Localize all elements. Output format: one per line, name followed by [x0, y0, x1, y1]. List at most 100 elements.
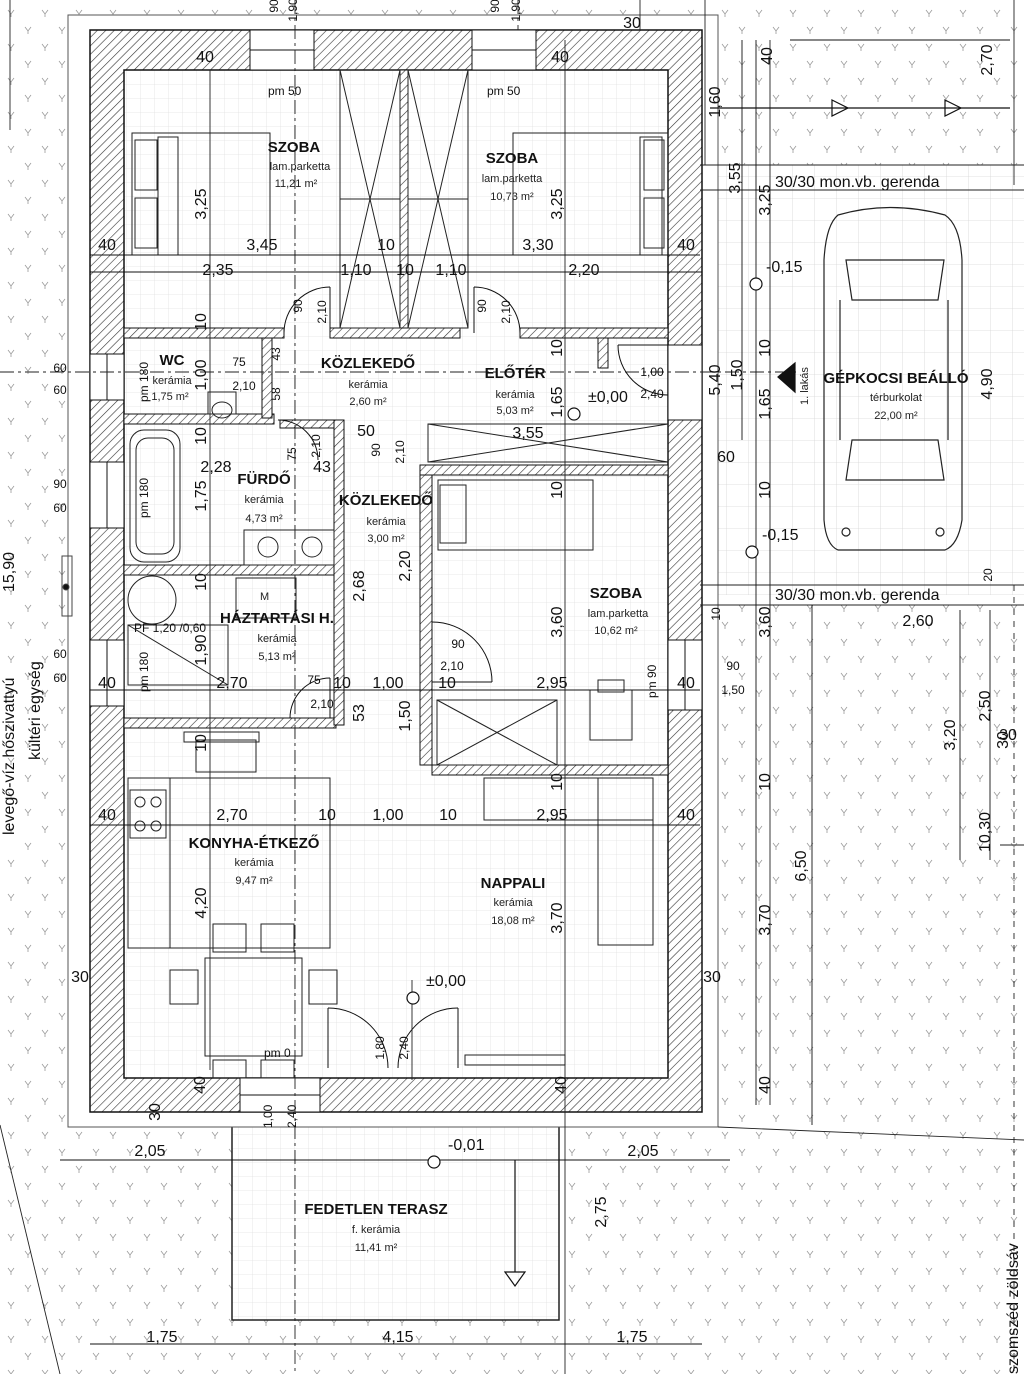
label-beam2: 30/30 mon.vb. gerenda: [775, 587, 940, 604]
dim-top-40d: 40: [553, 1076, 570, 1094]
room-terasz-area: 11,41 m²: [355, 1242, 398, 1254]
dim-row4-295: 2,95: [536, 675, 567, 692]
dim-row2-10: 10: [396, 262, 414, 279]
dim-v-175: 1,75: [193, 480, 210, 511]
dim-r-60: 60: [717, 449, 735, 466]
dim-dr-210b: 2,10: [315, 300, 329, 324]
dim-v-370: 3,70: [549, 902, 566, 933]
label-pm180c: pm 180: [137, 652, 151, 692]
misc-labels: pm 50 pm 50 pm 0 pm 180 pm 180 pm 180 pm…: [1, 84, 1022, 1374]
windows: [89, 29, 703, 1113]
dim-r-650: 6,50: [793, 850, 810, 881]
label-pm0: pm 0: [264, 1046, 291, 1060]
dim-r-165: 1,65: [757, 388, 774, 419]
dim-row2-110a: 1,10: [340, 262, 371, 279]
dim-b-175b: 1,75: [616, 1329, 647, 1346]
dim-row2-235: 2,35: [202, 262, 233, 279]
room-kozl2-name: KÖZLEKEDŐ: [339, 491, 434, 509]
dim-r-10a: 10: [757, 339, 774, 357]
dim-l-60e: 60: [53, 671, 67, 685]
dim-row4-40b: 40: [677, 675, 695, 692]
interior-walls: [123, 69, 669, 776]
room-szoba1-name: SZOBA: [268, 139, 321, 156]
dim-b-205a: 2,05: [134, 1143, 165, 1160]
dim-dr-210g: 2,10: [499, 300, 513, 324]
dim-row5-295: 2,95: [536, 807, 567, 824]
dim-b-415: 4,15: [382, 1329, 413, 1346]
room-furdo-area: 4,73 m²: [245, 513, 283, 525]
dim-dr-90c: 90: [475, 299, 489, 313]
dim-dr-100: 1,00: [640, 365, 664, 379]
dim-v-360: 3,60: [549, 606, 566, 637]
dim-r-10b: 10: [757, 481, 774, 499]
dimension-lines: [60, 39, 1010, 1345]
dim-dr-75b: 75: [307, 673, 321, 687]
room-szoba2-floor: lam.parketta: [482, 173, 543, 185]
label-level-terr: -0,01: [448, 1137, 485, 1154]
dim-r-90: 90: [726, 659, 740, 673]
label-level-m015a: -0,15: [766, 259, 803, 276]
dim-l-1590: 15,90: [1, 552, 18, 592]
dim-row3-43: 43: [313, 459, 331, 476]
level-markers: [406, 277, 763, 1169]
dim-row1-10: 10: [377, 237, 395, 254]
dim-l-60b: 60: [53, 383, 67, 397]
label-pm50a: pm 50: [268, 84, 302, 98]
dim-d325a: 3,25: [193, 188, 210, 219]
dim-row1-330: 3,30: [522, 237, 553, 254]
room-gepkocsi-name: GÉPKOCSI BEÁLLÓ: [823, 369, 968, 387]
room-szoba1-area: 11,21 m²: [275, 178, 318, 190]
label-pm50b: pm 50: [487, 84, 521, 98]
dim-v-53: 53: [351, 704, 368, 722]
parking-paving: [705, 165, 1024, 595]
dim-r-320: 3,20: [942, 719, 959, 750]
dim-l-60d: 60: [53, 647, 67, 661]
room-kozl1-floor: kerámia: [348, 379, 388, 391]
dim-v-10f: 10: [549, 481, 566, 499]
dim-r-10d: 10: [757, 773, 774, 791]
room-szoba2-area: 10,73 m²: [490, 191, 534, 203]
dim-row4-40: 40: [98, 675, 116, 692]
dim-r-40b: 40: [757, 1076, 774, 1094]
dim-dr-180: 1,80: [373, 1036, 387, 1060]
dim-r-355: 3,55: [727, 162, 744, 193]
room-terasz-name: FEDETLEN TERASZ: [304, 1201, 447, 1218]
room-wc-area: 1,75 m²: [151, 391, 189, 403]
dim-dr-210c: 2,10: [440, 659, 464, 673]
dim-v-268: 2,68: [351, 570, 368, 601]
dim-top-90b: 90: [488, 0, 502, 13]
room-konyha-floor: kerámia: [234, 857, 274, 869]
dimension-texts-vertical: 1,90 90 1,90 90 2,70 40 1,60 3,55 3,25 5…: [1, 0, 1012, 1228]
label-beam1: 30/30 mon.vb. gerenda: [775, 174, 940, 191]
dim-top-30: 30: [623, 15, 641, 32]
label-heatpump1: levegő-víz hőszivattyú: [1, 678, 18, 835]
room-labels: SZOBA lam.parketta 11,21 m² SZOBA lam.pa…: [151, 139, 968, 1254]
dim-top-270: 2,70: [979, 44, 996, 75]
room-szoba2-name: SZOBA: [486, 150, 539, 167]
dim-r-250: 2,50: [977, 690, 994, 721]
dim-row4-10b: 10: [438, 675, 456, 692]
dim-r-150: 1,50: [729, 359, 746, 390]
label-zold: szomszéd zöldsáv: [1005, 1243, 1022, 1374]
label-level-m015b: -0,15: [762, 527, 799, 544]
label-level0: ±0,00: [588, 389, 628, 406]
dim-dr-210e: 2,10: [310, 697, 334, 711]
dim-v-10c: 10: [193, 573, 210, 591]
dim-dr-210f: 2,10: [309, 434, 323, 458]
dimension-texts: 40 3,45 10 3,30 40 2,35 1,10 10 1,10 2,2…: [53, 15, 1017, 1346]
dim-dr-75a: 75: [232, 355, 246, 369]
dim-r-40: 40: [759, 47, 776, 65]
dim-row5-10a: 10: [318, 807, 336, 824]
room-kozl1-area: 2,60 m²: [349, 396, 387, 408]
room-nappali-name: NAPPALI: [481, 875, 546, 892]
room-terasz-floor: f. kerámia: [352, 1224, 401, 1236]
dim-r-160: 1,60: [707, 86, 724, 117]
room-eloter-name: ELŐTÉR: [485, 364, 546, 382]
room-szoba3-floor: lam.parketta: [588, 608, 649, 620]
room-szoba3-name: SZOBA: [590, 585, 643, 602]
room-kozl1-name: KÖZLEKEDŐ: [321, 354, 416, 372]
dim-r-30: 30: [703, 969, 721, 986]
dim-b-175a: 1,75: [146, 1329, 177, 1346]
